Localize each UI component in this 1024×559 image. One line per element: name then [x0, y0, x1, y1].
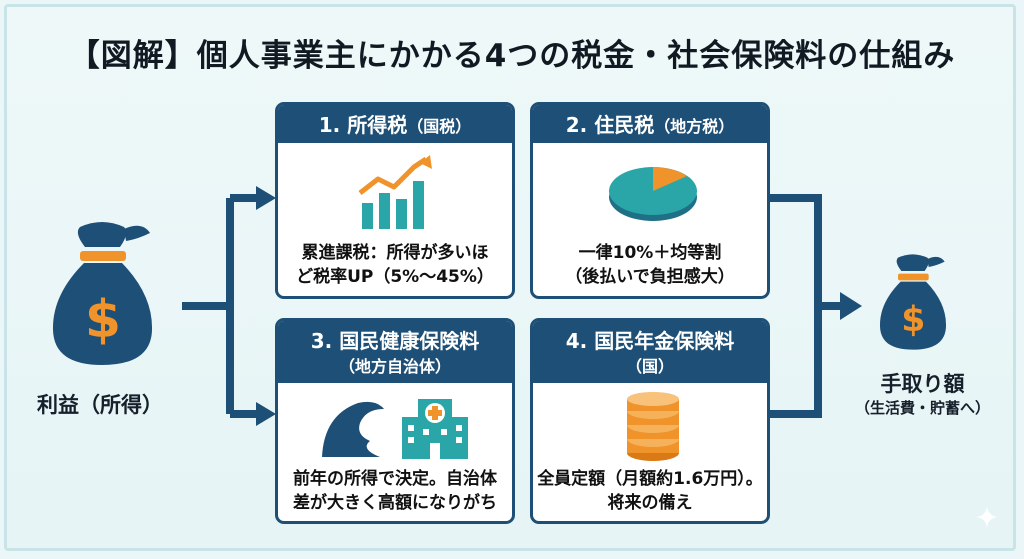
hospital-icon	[402, 399, 468, 459]
pension-box: 4. 国民年金保険料 （国） 全員定額（月額約1.6万円）。 将来の備え	[530, 318, 770, 524]
box-desc-line2: （後払いで負担感大）	[565, 267, 735, 287]
resident-tax-box: 2. 住民税（地方税） 一律10%＋均等割 （後払いで負担感大）	[530, 102, 770, 299]
box-desc-line2: ど税率UP（5%～45%）	[296, 267, 494, 287]
output-label: 手取り額	[880, 372, 965, 396]
box-desc-line1: 全員定額（月額約1.6万円）。	[537, 469, 763, 489]
wave-icon	[322, 401, 384, 457]
box-title-sub: （国税）	[407, 117, 472, 136]
money-bag-icon: $	[879, 254, 947, 350]
svg-text:$: $	[85, 290, 121, 350]
box-title-sub: （地方自治体）	[338, 357, 451, 376]
box-desc-line1: 前年の所得で決定。自治体	[293, 469, 497, 489]
box-desc-line2: 差が大きく高額になりがち	[293, 493, 497, 513]
money-bag-icon: $	[52, 222, 153, 365]
pie-chart-icon	[609, 167, 697, 221]
box-title-sub: （国）	[625, 357, 674, 376]
coin-stack-icon	[627, 392, 679, 461]
box-title: 1. 所得税（国税）	[278, 105, 512, 143]
sparkle-icon	[976, 506, 998, 528]
svg-text:$: $	[901, 300, 925, 340]
input-label: 利益（所得）	[37, 393, 163, 417]
box-desc-line1: 一律10%＋均等割	[578, 243, 722, 263]
box-desc-line1: 累進課税：所得が多いほ	[301, 243, 489, 263]
page-title: 【図解】個人事業主にかかる4つの税金・社会保険料の仕組み	[68, 38, 956, 74]
income-tax-box: 1. 所得税（国税） 累進課税：所得が多いほ ど税率UP（5%～45%）	[275, 102, 515, 299]
box-desc-line2: 将来の備え	[607, 493, 693, 513]
box-title: 2. 住民税（地方税）	[533, 105, 767, 143]
growth-chart-icon	[358, 155, 432, 229]
health-insurance-box: 3. 国民健康保険料 （地方自治体） 前年の所得で決定。自治体 差が大きく高額に…	[275, 318, 515, 524]
box-title: 3. 国民健康保険料 （地方自治体）	[278, 321, 512, 383]
box-title-text: 1. 所得税	[318, 113, 408, 137]
box-title-text: 2. 住民税	[565, 113, 655, 137]
box-title-sub: （地方税）	[654, 117, 735, 136]
box-title-text: 3. 国民健康保険料	[310, 329, 480, 353]
box-title: 4. 国民年金保険料 （国）	[533, 321, 767, 383]
box-title-text: 4. 国民年金保険料	[565, 329, 735, 353]
output-sublabel: （生活費・貯蓄へ）	[854, 399, 990, 417]
